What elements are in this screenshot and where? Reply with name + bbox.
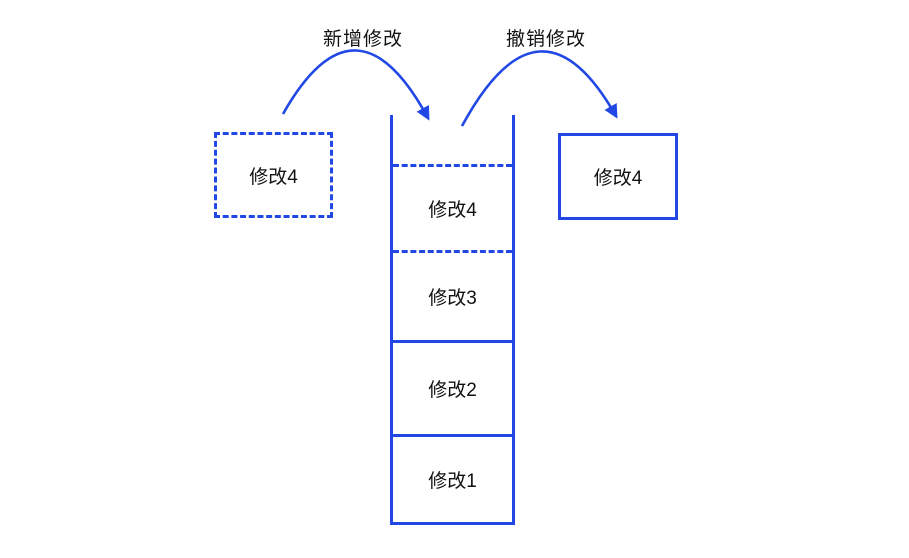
stack-item: 修改3 xyxy=(393,250,512,340)
stack-item: 修改2 xyxy=(393,340,512,434)
stack-opening xyxy=(393,115,512,164)
stack-item-label: 修改2 xyxy=(428,380,477,401)
pending-change-box: 修改4 xyxy=(214,132,333,218)
pending-change-label: 修改4 xyxy=(249,166,298,188)
stack-item: 修改1 xyxy=(393,434,512,522)
stack-item-label: 修改3 xyxy=(428,288,477,309)
undo-change-label: 撤销修改 xyxy=(505,29,586,50)
popped-change-box: 修改4 xyxy=(558,133,678,220)
stack-item-label: 修改4 xyxy=(428,200,477,221)
change-stack: 修改4 修改3 修改2 修改1 xyxy=(390,115,515,525)
stack-item: 修改4 xyxy=(393,164,512,250)
popped-change-label: 修改4 xyxy=(593,168,643,189)
add-change-arrow xyxy=(281,49,430,121)
stack-item-label: 修改1 xyxy=(428,471,477,492)
add-change-label: 新增修改 xyxy=(322,29,403,50)
